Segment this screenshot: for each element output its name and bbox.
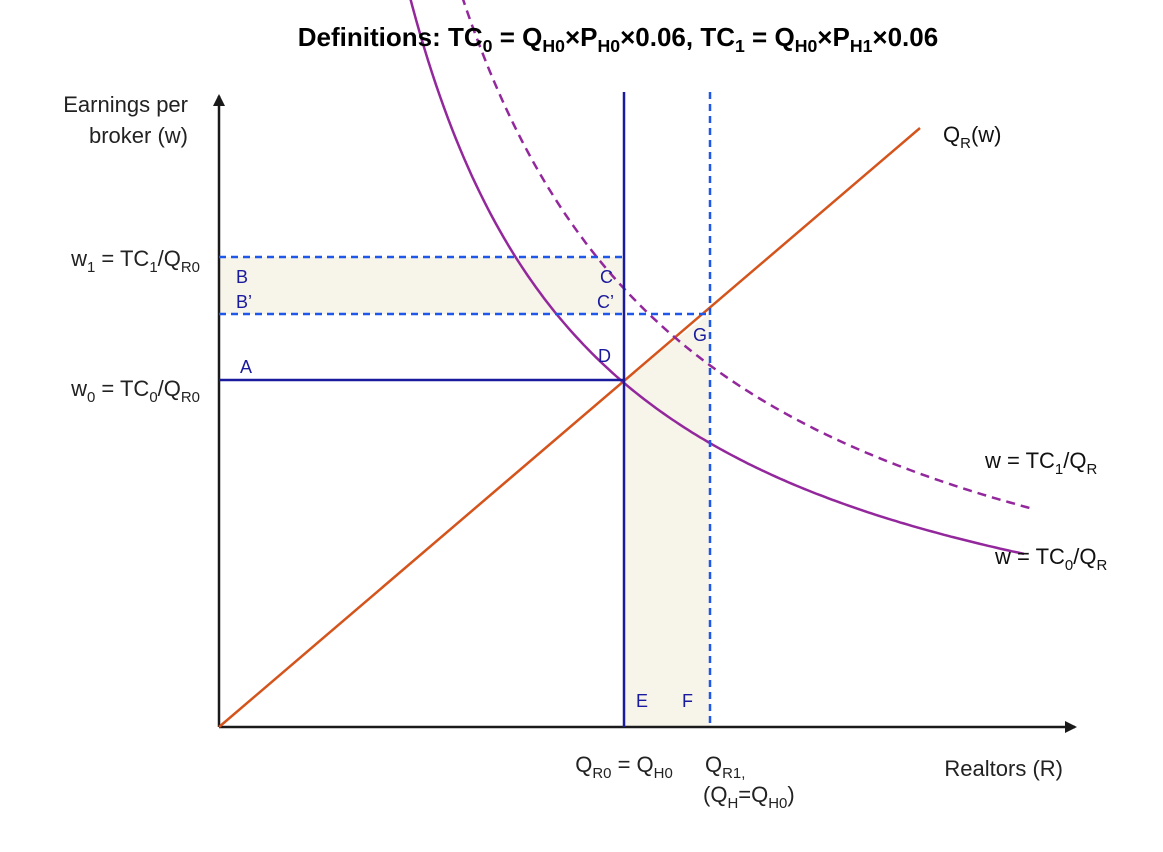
point-label-c: C [600,267,613,287]
point-label-d: D [598,346,611,366]
point-label-g: G [693,325,707,345]
shaded-region-dgfe [624,313,710,727]
y-axis-label-line2: broker (w) [89,123,188,148]
supply-curve-qr [218,127,921,728]
diagram-title: Definitions: TC0 = QH0×PH0×0.06, TC1 = Q… [298,22,938,56]
point-label-c-prime: C’ [597,292,614,312]
point-label-b-prime: B’ [236,292,252,312]
y-tick-w0: w0 = TC0/QR0 [70,376,200,406]
point-label-a: A [240,357,252,377]
curve-w-tc1-over-qr [461,0,1031,510]
y-tick-w1: w1 = TC1/QR0 [70,246,200,276]
y-axis-label-line1: Earnings per [63,92,188,117]
x-tick-qr1-note: (QH=QH0) [703,782,795,812]
curve-w-tc0-over-qr [409,0,1025,556]
point-label-b: B [236,267,248,287]
shaded-region-bcc-prime [219,257,624,314]
point-label-e: E [636,691,648,711]
point-label-f: F [682,691,693,711]
x-tick-qr0: QR0 = QH0 [575,752,673,782]
x-axis-label: Realtors (R) [944,756,1063,781]
supply-curve-label: QR(w) [943,122,1001,152]
tc1-curve-label: w = TC1/QR [984,448,1097,478]
tc0-curve-label: w = TC0/QR [994,544,1107,574]
x-tick-qr1: QR1, [705,752,745,782]
